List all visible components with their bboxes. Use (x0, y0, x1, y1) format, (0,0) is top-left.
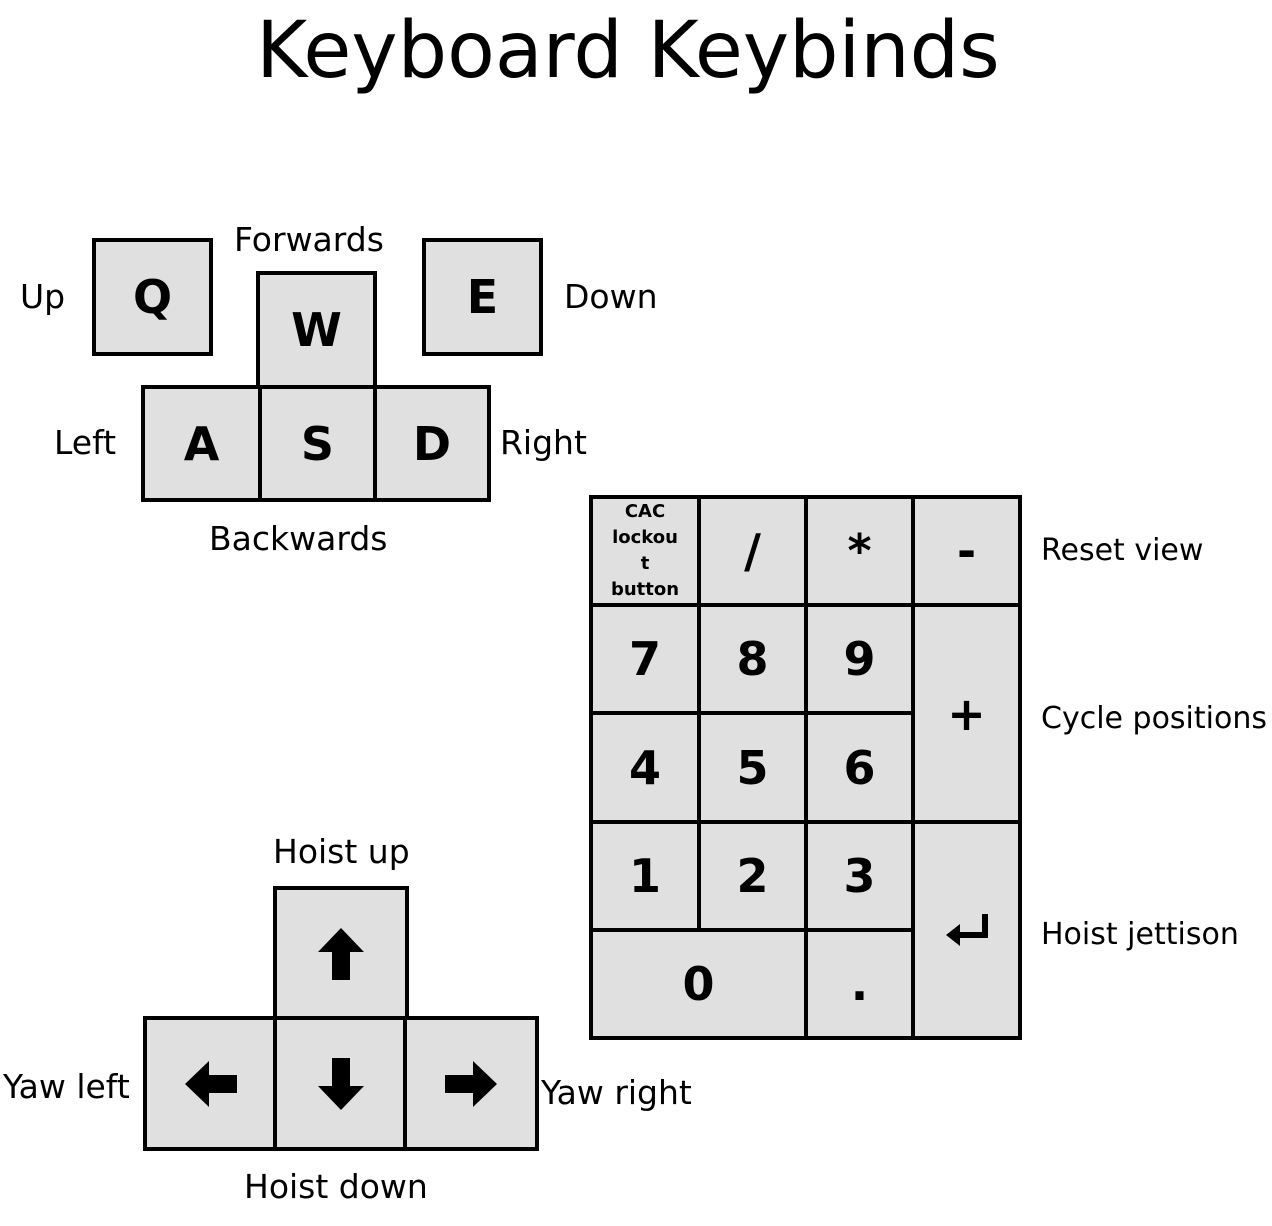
arrow-left-icon (183, 1059, 239, 1109)
key-4[interactable]: 4 (589, 711, 701, 824)
arrow-up-icon (316, 926, 366, 982)
label-yaw-left: Yaw left (3, 1067, 130, 1106)
key-0[interactable]: 0 (589, 928, 808, 1040)
label-reset-view: Reset view (1041, 533, 1204, 568)
key-w[interactable]: W (256, 271, 377, 389)
key-e[interactable]: E (422, 238, 543, 356)
numlock-line-2: lockou (612, 527, 678, 548)
label-left: Left (54, 423, 117, 462)
key-numlock[interactable]: CAC lockou t button (589, 495, 701, 607)
label-yaw-right: Yaw right (541, 1073, 692, 1112)
enter-return-icon (944, 912, 990, 948)
label-forwards: Forwards (234, 220, 384, 259)
label-cycle-positions: Cycle positions (1041, 701, 1267, 736)
key-6[interactable]: 6 (804, 711, 915, 824)
key-5[interactable]: 5 (697, 711, 808, 824)
key-arrow-down[interactable] (273, 1016, 409, 1151)
key-arrow-up[interactable] (273, 886, 409, 1022)
key-divide[interactable]: / (697, 495, 808, 607)
key-dot[interactable]: . (804, 928, 915, 1040)
key-multiply[interactable]: * (804, 495, 915, 607)
key-enter[interactable] (911, 820, 1022, 1040)
key-9[interactable]: 9 (804, 603, 915, 715)
key-minus[interactable]: - (911, 495, 1022, 607)
label-down: Down (564, 277, 658, 316)
key-s[interactable]: S (258, 385, 377, 502)
key-7[interactable]: 7 (589, 603, 701, 715)
key-a[interactable]: A (141, 385, 262, 502)
page-title: Keyboard Keybinds (256, 6, 1000, 96)
key-1[interactable]: 1 (589, 820, 701, 932)
numlock-line-1: CAC (624, 501, 666, 522)
key-8[interactable]: 8 (697, 603, 808, 715)
label-hoist-down: Hoist down (244, 1167, 428, 1206)
label-hoist-jettison: Hoist jettison (1041, 917, 1239, 952)
key-d[interactable]: D (373, 385, 491, 502)
arrow-right-icon (443, 1059, 499, 1109)
key-arrow-left[interactable] (143, 1016, 279, 1151)
key-2[interactable]: 2 (697, 820, 808, 932)
key-plus[interactable]: + (911, 603, 1022, 824)
label-up: Up (20, 277, 66, 316)
arrow-down-icon (316, 1056, 366, 1112)
key-arrow-right[interactable] (403, 1016, 539, 1151)
label-right: Right (500, 423, 587, 462)
key-q[interactable]: Q (92, 238, 213, 356)
numlock-line-3: t (640, 553, 650, 574)
numlock-line-4: button (610, 579, 680, 600)
label-backwards: Backwards (209, 519, 388, 558)
key-3[interactable]: 3 (804, 820, 915, 932)
label-hoist-up: Hoist up (273, 832, 410, 871)
